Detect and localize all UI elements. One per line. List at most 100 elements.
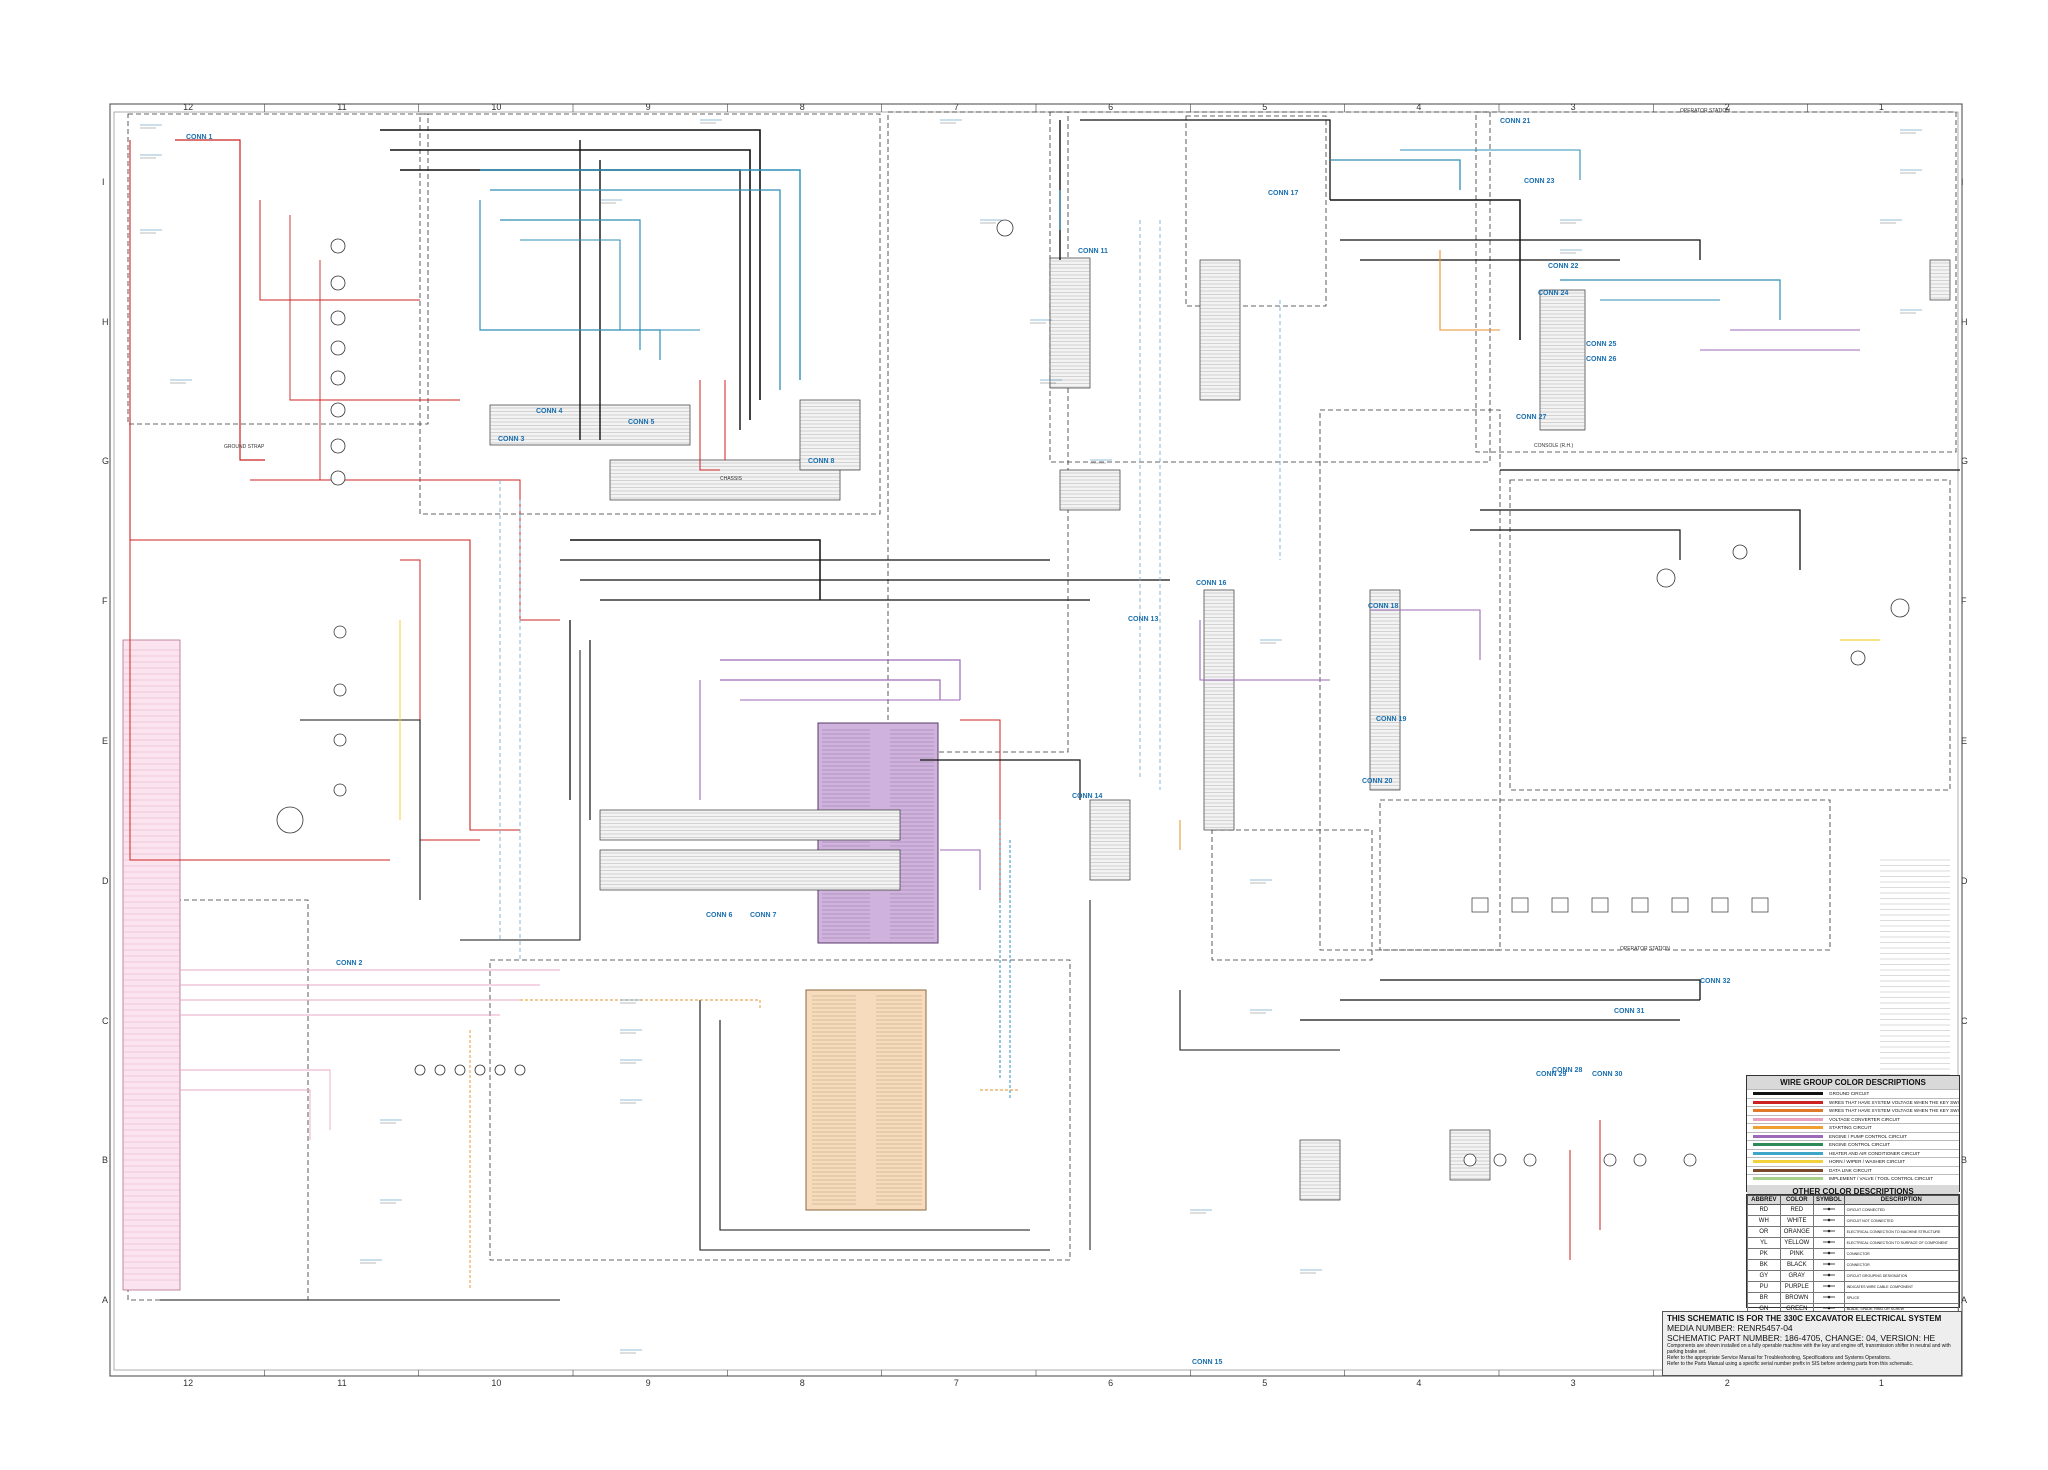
zone-column-label: 5 (1262, 102, 1268, 112)
legend-swatch (1753, 1126, 1823, 1130)
legend-swatch (1753, 1160, 1823, 1164)
note-2: Refer to the appropriate Service Manual … (1667, 1355, 1892, 1361)
symbol-cell (1812, 1259, 1845, 1271)
abbrev-cell: GY (1747, 1270, 1781, 1282)
ground-wire (1080, 119, 1331, 200)
header-abbrev: ABBREV (1747, 1195, 1781, 1205)
description-cell: CIRCUIT CONNECTED (1843, 1204, 1960, 1216)
zone-column-label: 10 (491, 102, 502, 112)
ground-wire (1179, 990, 1340, 1051)
connector-label: CONN 31 (1614, 1008, 1645, 1015)
connector-label: CONN 26 (1586, 356, 1617, 363)
operator-station-label: OPERATOR STATION (1680, 108, 1730, 114)
legend-swatch (1753, 1134, 1823, 1138)
zone-column-label: 7 (953, 1378, 959, 1388)
zone-row-label: C (102, 1015, 109, 1026)
ground-wire (570, 539, 821, 600)
connector-label: CONN 20 (1362, 778, 1393, 785)
connector-label: CONN 18 (1368, 603, 1399, 610)
pump-control-wire (1370, 609, 1481, 660)
connector-label: CONN 30 (1592, 1071, 1623, 1078)
legend-text: ENGINE / PUMP CONTROL CIRCUIT (1829, 1133, 1908, 1139)
injector (514, 1064, 526, 1076)
zone-column-label: 2 (1724, 1378, 1730, 1388)
symbol-cell (1812, 1281, 1845, 1293)
power-wire (250, 479, 560, 621)
symbol-cell (1812, 1215, 1845, 1227)
zone-row-label: I (102, 176, 105, 187)
note-1: Components are shown installed on a full… (1667, 1343, 1951, 1355)
enclosure-monitor-harness (1319, 409, 1501, 951)
enclosure-operator-station (1049, 111, 1491, 463)
relay-coil (330, 370, 346, 386)
zone-row-label: F (102, 596, 108, 607)
zone-row-label: B (102, 1155, 109, 1166)
connector-label: CONN 16 (1196, 580, 1227, 587)
legend-text: ENGINE CONTROL CIRCUIT (1829, 1142, 1891, 1148)
injector (414, 1064, 426, 1076)
connector-block (1929, 259, 1951, 301)
symbol-icon (1822, 1240, 1835, 1244)
zone-column-label: 11 (337, 1378, 347, 1388)
symbol-icon (1822, 1262, 1835, 1266)
enclosure-fuse-panel (127, 113, 429, 425)
legend-item: ENGINE CONTROL CIRCUIT (1747, 1140, 1959, 1149)
connector-label: CONN 24 (1538, 290, 1569, 297)
solenoid (1671, 897, 1689, 913)
console-label: CONSOLE (R.H.) (1534, 443, 1574, 449)
abbrev-cell: PU (1747, 1281, 1781, 1293)
compressor-clutch (1890, 598, 1910, 618)
color-cell: ORANGE (1779, 1226, 1814, 1238)
hvac-wire (520, 239, 700, 331)
ground-wire (380, 129, 761, 400)
ground-wire (1380, 979, 1701, 1000)
zone-column-label: 3 (1570, 1378, 1576, 1388)
connector-label: CONN 14 (1072, 793, 1103, 800)
solenoid (1751, 897, 1769, 913)
legend-item: WIRES THAT HAVE SYSTEM VOLTAGE WHEN THE … (1747, 1097, 1959, 1107)
connector-label: CONN 2 (336, 960, 363, 967)
abbrev-cell: OR (1747, 1226, 1781, 1238)
symbol-icon (1822, 1229, 1835, 1233)
switched-power-wire (1439, 250, 1500, 331)
enclosure-switch-panel (1185, 115, 1327, 307)
description-cell: ELECTRICAL CONNECTION TO SURFACE OF COMP… (1843, 1237, 1960, 1249)
relay-coil (330, 402, 346, 418)
legend-title: WIRE GROUP COLOR DESCRIPTIONS (1747, 1076, 1959, 1089)
legend-swatch (1753, 1168, 1823, 1172)
legend-item: WIRES THAT HAVE SYSTEM VOLTAGE WHEN THE … (1747, 1106, 1959, 1115)
symbol-cell (1812, 1226, 1845, 1238)
color-cell: RED (1779, 1204, 1814, 1216)
ground-wire (400, 169, 741, 430)
connector-label: CONN 5 (628, 419, 655, 426)
sheet-inner-border (113, 111, 1959, 1371)
injector (434, 1064, 446, 1076)
zone-column-label: 12 (183, 1378, 194, 1388)
zone-column-label: 4 (1416, 102, 1422, 112)
zone-row-label: G (102, 456, 110, 467)
zone-row-label: I (1961, 176, 1964, 187)
ground-wire (719, 1020, 1030, 1231)
legend-item: HEATER AND AIR CONDITIONER CIRCUIT (1747, 1148, 1959, 1158)
title-block: THIS SCHEMATIC IS FOR THE 330C EXCAVATOR… (1662, 1311, 1962, 1376)
abbrev-cell: YL (1747, 1237, 1781, 1249)
color-cell: GRAY (1779, 1270, 1814, 1282)
legend-text: DATA LINK CIRCUIT (1829, 1167, 1872, 1173)
zone-column-label: 8 (799, 102, 805, 112)
ground-wire (1330, 199, 1521, 340)
color-cell: BLACK (1779, 1259, 1814, 1271)
zone-row-label: D (102, 875, 109, 886)
wire-group-legend: WIRE GROUP COLOR DESCRIPTIONS GROUND CIR… (1746, 1075, 1960, 1205)
hvac-wire (1560, 279, 1781, 320)
description-cell: CONNECTOR (1843, 1259, 1960, 1271)
zone-column-label: 6 (1108, 102, 1114, 112)
engine-terminal-block (122, 639, 181, 1291)
connector-label: CONN 15 (1192, 1359, 1223, 1366)
chassis-label: CHASSIS (720, 476, 742, 482)
symbol-icon (1822, 1284, 1835, 1288)
ground-wire (1480, 509, 1801, 570)
legend-text: VOLTAGE CONVERTER CIRCUIT (1829, 1116, 1900, 1122)
